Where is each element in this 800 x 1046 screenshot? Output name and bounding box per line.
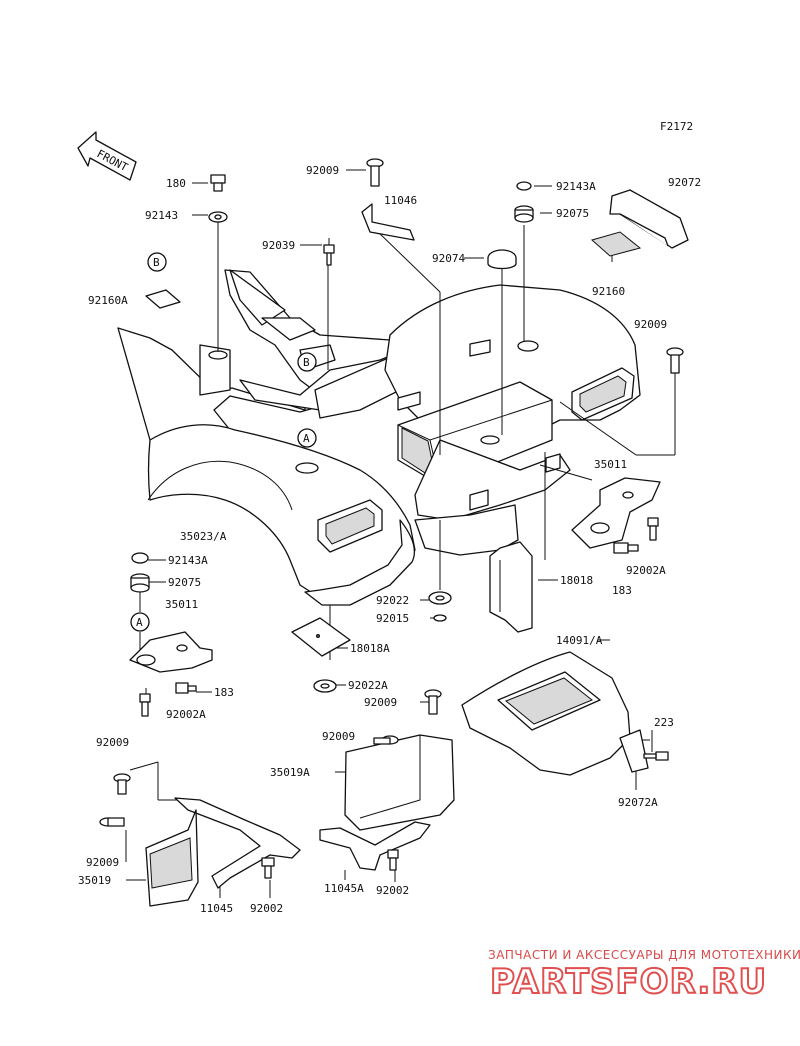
part-label: 92160A (88, 294, 128, 307)
part-label: 35023/A (180, 530, 227, 543)
svg-text:A: A (303, 432, 310, 445)
part-label: 92072A (618, 796, 658, 809)
part-label: 92160 (592, 285, 625, 298)
part-label: 92002 (376, 884, 409, 897)
part-label: 92039 (262, 239, 295, 252)
part-label: 92072 (668, 176, 701, 189)
svg-text:A: A (136, 616, 143, 629)
part-label: 92074 (432, 252, 465, 265)
part-label: 18018A (350, 642, 390, 655)
part-label: 92002A (166, 708, 206, 721)
part-label: 183 (214, 686, 234, 699)
part-label: 180 (166, 177, 186, 190)
part-label: 11045A (324, 882, 364, 895)
part-label: 35019 (78, 874, 111, 887)
part-label: 35011 (594, 458, 627, 471)
part-label: 92002A (626, 564, 666, 577)
part-label: 92009 (634, 318, 667, 331)
svg-text:B: B (153, 256, 160, 269)
callout-b-top: B (147, 252, 167, 272)
rear-fender-assembly (117, 269, 641, 606)
part-label: 35011 (165, 598, 198, 611)
watermark-logo: PARTSFOR.RU (489, 961, 768, 1003)
part-label: 11045 (200, 902, 233, 915)
watermark-tagline: ЗАПЧАСТИ И АКСЕССУАРЫ ДЛЯ МОТОТЕХНИКИ (488, 948, 800, 962)
part-label: 92075 (556, 207, 589, 220)
part-label: 92022 (376, 594, 409, 607)
part-label: 11046 (384, 194, 417, 207)
callout-a-left: A (130, 612, 150, 632)
callout-b-frame: B (297, 352, 317, 372)
part-label: 92009 (306, 164, 339, 177)
part-label: 92009 (364, 696, 397, 709)
hardware-parts (99, 158, 689, 907)
callout-a-fender: A (297, 428, 317, 448)
part-label: 92022A (348, 679, 388, 692)
part-label: 92009 (86, 856, 119, 869)
part-label: 92143A (168, 554, 208, 567)
part-label: 223 (654, 716, 674, 729)
part-label: 92009 (322, 730, 355, 743)
part-labels: 180 92143 92160A 92009 11046 92039 92143… (78, 164, 701, 915)
part-label: 92009 (96, 736, 129, 749)
part-label: 183 (612, 584, 632, 597)
part-label: 92002 (250, 902, 283, 915)
part-label: 18018 (560, 574, 593, 587)
part-label: 14091/A (556, 634, 603, 647)
part-label: 92143A (556, 180, 596, 193)
diagram-code: F2172 (660, 120, 693, 133)
svg-text:B: B (303, 356, 310, 369)
part-label: 92143 (145, 209, 178, 222)
part-label: 92015 (376, 612, 409, 625)
part-label: 92075 (168, 576, 201, 589)
part-label: 35019A (270, 766, 310, 779)
front-arrow-icon: FRONT (77, 131, 137, 181)
